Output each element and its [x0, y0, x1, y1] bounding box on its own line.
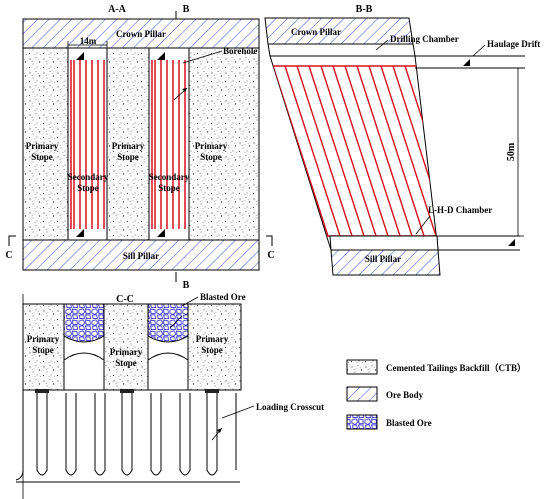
- primary-stope-3-aa: [188, 47, 260, 241]
- primary-stope-3-cc-label-l2: Stope: [201, 345, 223, 355]
- legend-label-backfill: Cemented Tailings Backfill（CTB）: [386, 363, 526, 373]
- section-cc-title: C-C: [116, 294, 134, 305]
- secondary-stope-2-aa: [148, 47, 190, 241]
- borehole-label: Borehole: [223, 46, 257, 56]
- secondary-stope-1-label-l1: Secondary: [68, 172, 109, 182]
- sill-pillar-label-bb: Sill Pillar: [365, 254, 401, 264]
- cut-line-c-left: [8, 235, 16, 246]
- blasted-ore-arrow: [169, 315, 183, 329]
- cut-marker-c-right: C: [267, 250, 274, 261]
- blasted-ore-2-cc: [147, 303, 189, 343]
- lhd-chamber-label: L-H-D Chamber: [428, 205, 492, 215]
- sill-pillar-label-aa: Sill Pillar: [123, 251, 159, 261]
- section-bb-title: B-B: [356, 4, 373, 15]
- secondary-stope-2-label-l2: Stope: [158, 183, 180, 193]
- primary-stope-3-label-l1: Primary: [195, 141, 228, 151]
- loading-crosscut-label: Loading Crosscut: [256, 402, 324, 412]
- primary-stope-1-label-l2: Stope: [31, 152, 53, 162]
- section-cc: C-C Blasted Ore Primary Stope Primary St…: [15, 292, 324, 499]
- primary-stope-1-cc-label-l2: Stope: [32, 345, 54, 355]
- legend-item-blasted-ore: Blasted Ore: [346, 414, 432, 430]
- legend-label-blasted-ore: Blasted Ore: [386, 418, 432, 428]
- cut-marker-c-left: C: [5, 250, 12, 261]
- ore-body-bb: [269, 55, 439, 251]
- haulage-drift-marker: [463, 59, 470, 66]
- crown-pillar-label-bb: Crown Pillar: [291, 27, 341, 37]
- drawpoint-markers-cc: [35, 389, 219, 393]
- undercut-2-cc: [147, 352, 189, 390]
- height-dimension-label: 50m: [506, 142, 517, 161]
- primary-stope-3-cc-label-l1: Primary: [196, 334, 229, 344]
- primary-stope-1-label-l1: Primary: [26, 141, 59, 151]
- cut-marker-b-top: B: [183, 4, 190, 15]
- primary-stope-1-cc-label-l1: Primary: [27, 334, 60, 344]
- secondary-stope-1-aa: [67, 47, 108, 241]
- borehole-leader: [182, 50, 223, 64]
- drilling-chamber-leader: [375, 39, 389, 51]
- blasted-ore-leader: [181, 296, 199, 307]
- loading-crosscut-arrowhead: [217, 428, 222, 433]
- loading-crosscuts-cc: [15, 390, 240, 483]
- lhd-chamber-leader: [415, 215, 431, 235]
- section-aa-title: A-A: [108, 4, 127, 15]
- primary-stope-2-label-l2: Stope: [117, 152, 139, 162]
- sill-pillar-aa: [22, 239, 260, 271]
- legend-item-ore-body: Ore Body: [346, 386, 424, 402]
- haulage-drift-leader: [472, 44, 486, 57]
- blasted-ore-1-cc: [63, 303, 105, 343]
- primary-stope-2-cc-label-l2: Stope: [115, 358, 137, 368]
- legend: Cemented Tailings Backfill（CTB） Ore Body…: [346, 359, 526, 430]
- legend-item-backfill: Cemented Tailings Backfill（CTB）: [346, 359, 526, 375]
- backfill-swatch-icon: [346, 359, 378, 375]
- drilling-chamber-label: Drilling Chamber: [390, 34, 459, 44]
- lhd-chamber-bb: [329, 235, 439, 251]
- secondary-stope-2-label-l1: Secondary: [149, 172, 190, 182]
- cut-line-c-right: [266, 235, 273, 246]
- primary-stope-3-label-l2: Stope: [200, 152, 222, 162]
- haulage-drift-label: Haulage Drift: [487, 39, 540, 49]
- borehole-arrowhead: [182, 88, 187, 92]
- cut-marker-b-bottom: B: [183, 280, 190, 291]
- drilling-chamber-bb: [267, 43, 416, 57]
- primary-stope-2-label-l1: Primary: [112, 141, 145, 151]
- section-aa: A-A B Crown Pillar: [5, 4, 274, 291]
- hatch-swatch-icon: [346, 386, 378, 402]
- dimension-50m: [513, 67, 524, 237]
- blasted-ore-label: Blasted Ore: [200, 292, 246, 302]
- section-bb: B-B Crown Pillar Sill Pillar Drilling Ch…: [264, 4, 540, 276]
- sill-pillar-bb: [330, 249, 441, 276]
- undercut-1-cc: [63, 352, 105, 390]
- crown-pillar-label-aa: Crown Pillar: [116, 29, 166, 39]
- primary-stope-1-aa: [22, 47, 69, 241]
- legend-label-ore-body: Ore Body: [386, 390, 424, 400]
- primary-stope-2-cc-label-l1: Primary: [110, 347, 143, 357]
- secondary-stope-1-label-l2: Stope: [77, 183, 99, 193]
- lhd-marker: [508, 239, 515, 246]
- drilling-chamber-markers-aa: [76, 52, 165, 237]
- loading-crosscut-leader: [221, 405, 255, 419]
- blasted-ore-swatch-icon: [346, 414, 378, 430]
- width-dimension-label: 14m: [80, 36, 97, 46]
- dimension-14m: [67, 41, 108, 49]
